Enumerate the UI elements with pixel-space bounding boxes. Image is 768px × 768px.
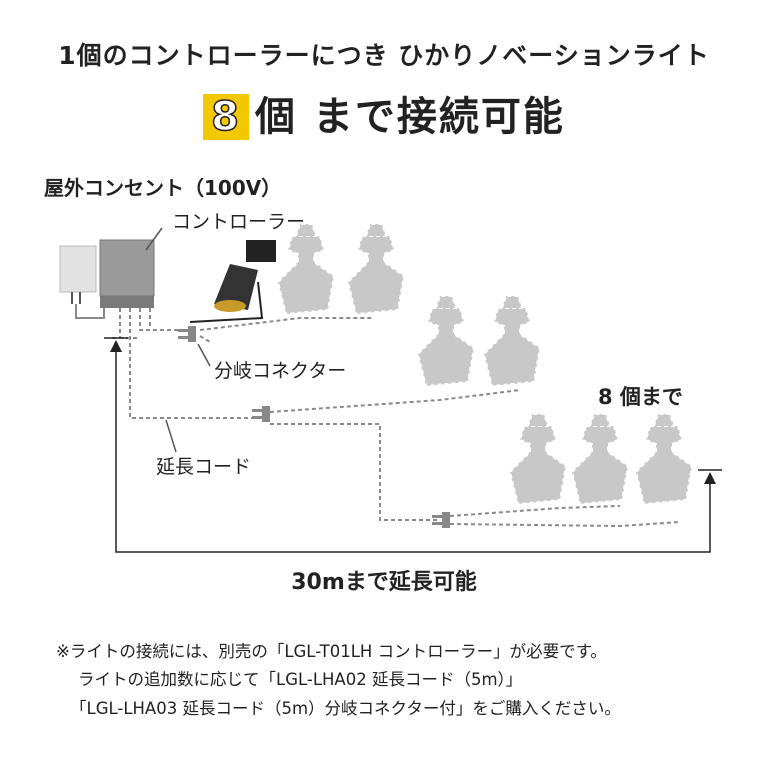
extension-cord-label: 延長コード <box>156 456 252 478</box>
branch-connector-label: 分岐コネクター <box>214 360 347 382</box>
ghost-light-icon <box>635 413 693 505</box>
controller-label: コントローラー <box>172 211 306 233</box>
ghost-light-icon <box>347 223 405 315</box>
outlet-label: 屋外コンセント（100V） <box>44 176 282 200</box>
arrow-up-icon <box>110 340 122 352</box>
ghost-light-icon <box>483 295 541 387</box>
branch-connector-icon <box>252 406 270 422</box>
outlet-icon <box>59 245 97 293</box>
ghost-light-icon <box>277 223 335 315</box>
note-line1: ※ライトの接続には、別売の「LGL-T01LH コントローラー」が必要です。 <box>56 642 607 661</box>
ghost-light-icon <box>509 413 567 505</box>
ghost-light-icon <box>571 413 629 505</box>
headline-number: 8 <box>203 93 249 141</box>
headline-rest: 個 まで接続可能 <box>254 94 565 140</box>
note-line2: ライトの追加数に応じて「LGL-LHA02 延長コード（5m）」 <box>78 670 523 689</box>
branch-connector-icon <box>178 326 196 342</box>
extend-30m-label: 30mまで延長可能 <box>291 570 477 595</box>
ghost-light-icon <box>417 295 475 387</box>
headline-line1: 1個のコントローラーにつき ひかりノベーションライト <box>58 41 710 70</box>
arrow-up-icon <box>704 472 716 484</box>
note-line3: 「LGL-LHA03 延長コード（5m）分岐コネクター付」をご購入ください。 <box>70 699 621 718</box>
controller-icon <box>99 239 155 297</box>
spotlight-icon <box>189 240 276 323</box>
up-to-8-label: 8 個まで <box>598 385 683 409</box>
extent-arrow <box>104 337 722 553</box>
